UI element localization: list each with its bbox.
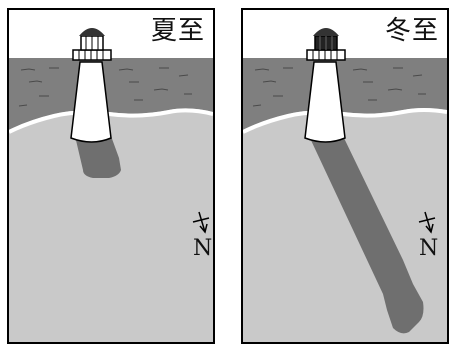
lantern-dome <box>313 28 339 36</box>
winter-scene <box>243 10 447 342</box>
lantern-dome <box>79 28 105 36</box>
gallery-railing <box>312 50 338 60</box>
compass-arrow <box>418 211 436 234</box>
lighthouse-shadow-short <box>75 136 121 178</box>
season-label-winter: 冬至 <box>384 16 439 46</box>
sea <box>243 58 447 130</box>
summer-scene <box>9 10 213 342</box>
panel-summer-solstice: 夏至 N <box>7 8 215 344</box>
north-label: N <box>193 236 213 261</box>
compass-arrow <box>192 211 210 234</box>
lighthouse-tower <box>304 61 346 143</box>
panel-winter-solstice: 冬至 N <box>241 8 449 344</box>
sea <box>9 58 213 130</box>
water-ripples <box>18 67 192 107</box>
lighthouse-tower <box>70 61 112 143</box>
surf-line <box>243 108 447 134</box>
gallery-railing <box>78 50 104 60</box>
surf-line <box>9 108 213 134</box>
water-ripples <box>252 67 426 107</box>
north-label: N <box>419 236 439 261</box>
season-label-summer: 夏至 <box>150 16 205 46</box>
lighthouse-shadow-long <box>309 136 424 334</box>
